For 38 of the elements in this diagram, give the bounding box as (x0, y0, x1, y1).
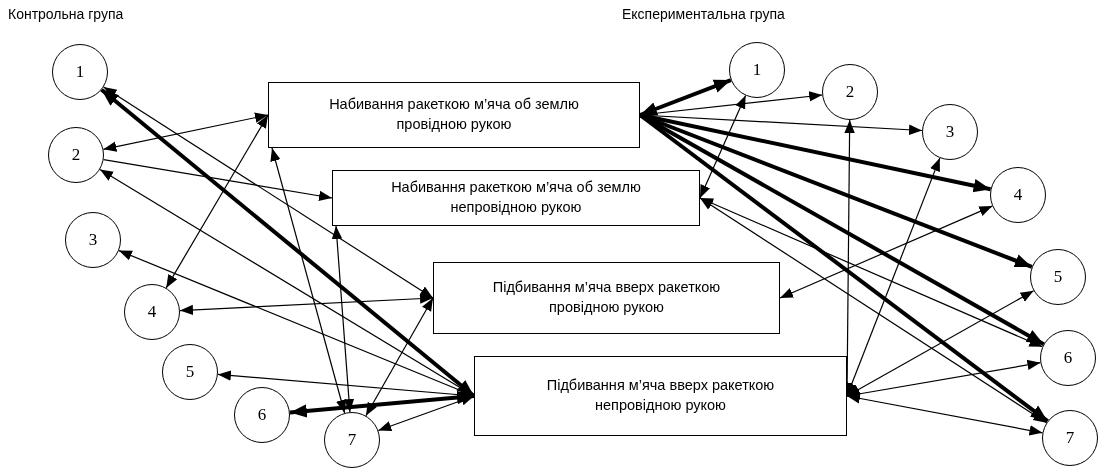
double-headed-arrow (699, 197, 1048, 424)
double-headed-arrow (179, 293, 434, 316)
number-circle: 5 (162, 344, 218, 400)
group-heading: Контрольна група (8, 6, 124, 22)
number-circle: 1 (729, 42, 785, 98)
exercise-box: Підбивання м’яча вверх ракеткою провідною рукою (433, 262, 780, 334)
double-headed-arrow (102, 112, 269, 152)
double-headed-arrow (331, 225, 355, 413)
number-circle: 2 (822, 64, 878, 120)
number-circle: 6 (1040, 330, 1096, 386)
double-headed-arrow (365, 297, 434, 417)
double-headed-arrow (377, 395, 475, 432)
exercise-box: Набивання ракеткою м’яча об землю провідною рукою (268, 82, 640, 148)
number-circle: 5 (1030, 249, 1086, 305)
number-circle: 7 (1042, 410, 1098, 466)
number-circle: 6 (234, 387, 290, 443)
group-heading: Експериментальна група (622, 6, 785, 22)
arrow (103, 159, 333, 201)
double-headed-arrow (289, 390, 475, 418)
number-circle: 1 (52, 44, 108, 100)
double-headed-arrow (846, 359, 1041, 399)
double-headed-arrow (639, 78, 732, 117)
double-headed-arrow (846, 157, 941, 397)
double-headed-arrow (846, 290, 1035, 397)
double-headed-arrow (165, 114, 269, 289)
double-headed-arrow (103, 86, 434, 299)
double-headed-arrow (699, 95, 747, 199)
number-circle: 4 (990, 167, 1046, 223)
double-headed-arrow (270, 147, 347, 414)
exercise-box: Набивання ракеткою м’яча об землю непровідною рукою (332, 170, 700, 226)
number-circle: 4 (124, 284, 180, 340)
double-headed-arrow (779, 205, 993, 299)
number-circle: 7 (324, 412, 380, 468)
number-circle: 3 (922, 104, 978, 160)
exercise-box: Підбивання м’яча вверх ракеткою непровідною рукою (474, 356, 847, 436)
number-circle: 3 (65, 212, 121, 268)
double-headed-arrow (846, 393, 1044, 436)
number-circle: 2 (48, 127, 104, 183)
